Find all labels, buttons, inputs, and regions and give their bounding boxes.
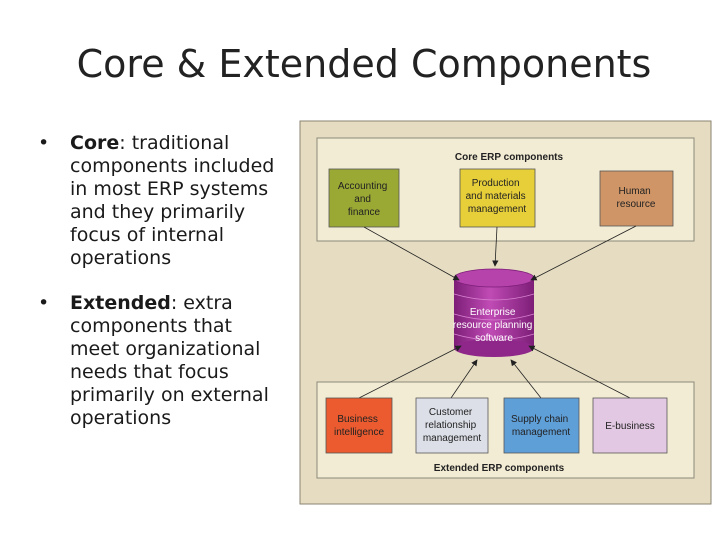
slide-title: Core & Extended Components [76, 42, 652, 86]
svg-text:Accounting and finance: Accounting and finance [338, 181, 390, 218]
box-scm-line1: Supply chain [511, 414, 568, 425]
box-crm-line1: Customer [429, 407, 473, 418]
svg-text:Customer relationship: Customer relationship management [423, 407, 482, 444]
extended-panel-label: Extended ERP components [434, 463, 565, 474]
svg-text:E-business: E-business [605, 421, 654, 432]
box-accounting-line3: finance [348, 207, 381, 218]
box-crm-line3: management [423, 433, 482, 444]
box-accounting-finance [328, 168, 400, 228]
box-production-line2: and materials [466, 191, 526, 202]
svg-text:Production and materials: Production and materials management [466, 178, 529, 215]
core-panel-label: Core ERP components [455, 152, 564, 163]
box-bi-line1: Business [337, 414, 378, 425]
bullet-text: : extra components that meet organizatio… [70, 292, 269, 429]
erp-diagram: Core ERP components Extended ERP compone… [299, 120, 712, 505]
box-business-intelligence [325, 397, 393, 454]
box-bi-line2: intelligence [334, 427, 384, 438]
svg-text:Business intelligence: Business intelligence [334, 414, 384, 438]
box-supply-chain [503, 397, 580, 454]
box-hr-line1: Human [618, 186, 650, 197]
box-production-line3: management [468, 204, 527, 215]
box-crm-line2: relationship [425, 420, 477, 431]
box-crm [415, 397, 489, 454]
box-human-resource [599, 170, 674, 227]
arrow-production [492, 226, 499, 267]
box-e-business [592, 397, 668, 454]
erp-software-cylinder [453, 268, 535, 357]
arrow-bi [358, 345, 462, 399]
box-production-line1: Production [472, 178, 520, 189]
bullet-dot-icon: • [38, 292, 50, 314]
arrow-hr [530, 225, 637, 281]
bullet-text: : traditional components included in mos… [70, 132, 275, 269]
box-ebusiness-line1: E-business [605, 421, 654, 432]
arrow-ebusiness [528, 345, 631, 399]
bullet-term: Extended [70, 292, 171, 314]
box-scm-line2: management [512, 427, 571, 438]
arrow-accounting [363, 226, 460, 281]
box-accounting-line1: Accounting [338, 181, 387, 192]
center-line3: software [475, 333, 513, 344]
bullet-term: Core [70, 132, 120, 154]
svg-text:Supply chain management: Supply chain management [511, 414, 571, 438]
bullet-extended: • Extended: extra components that meet o… [30, 292, 280, 430]
center-line1: Enterprise [470, 307, 516, 318]
svg-text:Human resource: Human resource [617, 186, 656, 210]
box-accounting-line2: and [354, 194, 371, 205]
svg-text:Enterprise resource planni: Enterprise resource planning software [453, 307, 535, 344]
bullet-core: • Core: traditional components included … [30, 132, 280, 270]
bullet-dot-icon: • [38, 132, 50, 154]
center-line2: resource planning [453, 320, 533, 331]
box-production-materials [459, 168, 536, 228]
arrow-scm [510, 359, 542, 399]
box-hr-line2: resource [617, 199, 656, 210]
arrow-crm [450, 359, 478, 399]
bullet-list: • Core: traditional components included … [30, 132, 280, 452]
